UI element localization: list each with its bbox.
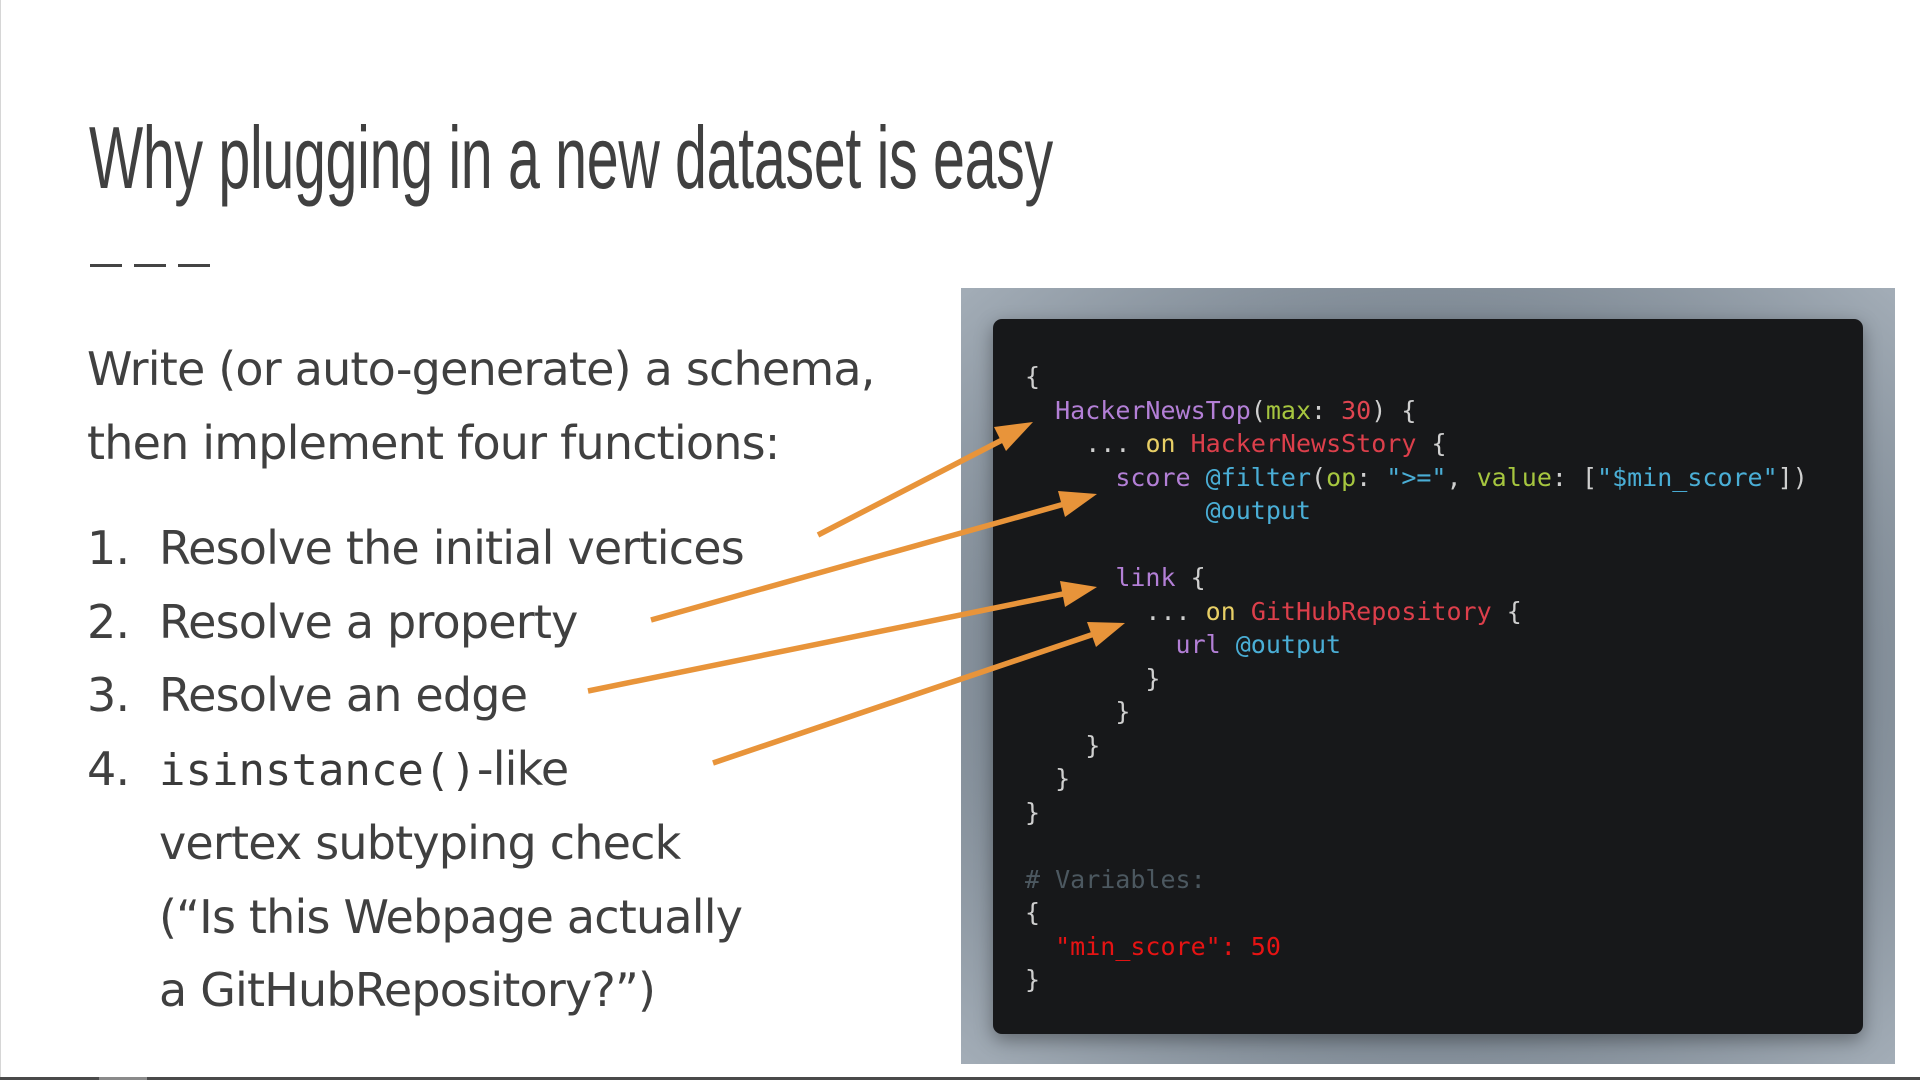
list-number: 1.	[87, 521, 130, 575]
list-item-continuation-3: a GitHubRepository?”)	[159, 963, 656, 1017]
list-item-4: 4. isinstance()-like vertex subtyping ch…	[87, 733, 744, 1028]
list-item-3: 3. Resolve an edge	[87, 659, 744, 733]
list-item-text: -like	[476, 741, 569, 796]
intro-paragraph: Write (or auto-generate) a schema, then …	[87, 332, 875, 480]
code-screenshot-frame: { HackerNewsTop(max: 30) { ... on Hacker…	[961, 288, 1895, 1064]
list-item-2: 2. Resolve a property	[87, 586, 744, 660]
inline-code-isinstance: isinstance()	[159, 744, 477, 796]
list-item-text: Resolve a property	[159, 594, 578, 649]
slide-title: Why plugging in a new dataset is easy	[89, 108, 1053, 207]
list-item-text: Resolve an edge	[159, 668, 528, 722]
graphql-query-code: { HackerNewsTop(max: 30) { ... on Hacker…	[1025, 362, 1808, 994]
intro-line-2: then implement four functions:	[87, 416, 780, 470]
code-panel: { HackerNewsTop(max: 30) { ... on Hacker…	[993, 319, 1863, 1034]
list-item-continuation-2: (“Is this Webpage actually	[159, 889, 743, 944]
list-item-text: Resolve the initial vertices	[159, 521, 745, 575]
slide-progress-bar	[0, 1077, 1920, 1080]
list-number: 3.	[87, 668, 130, 722]
slide-left-border	[0, 0, 1, 1080]
functions-list: 1. Resolve the initial vertices 2. Resol…	[87, 512, 745, 1028]
list-item-1: 1. Resolve the initial vertices	[87, 512, 745, 586]
intro-line-1: Write (or auto-generate) a schema,	[87, 342, 875, 396]
list-number: 2.	[87, 594, 130, 649]
slide-progress-indicator	[99, 1077, 147, 1080]
list-number: 4.	[87, 741, 130, 796]
title-underline-dashes	[90, 264, 212, 268]
list-item-continuation-1: vertex subtyping check	[159, 816, 681, 870]
